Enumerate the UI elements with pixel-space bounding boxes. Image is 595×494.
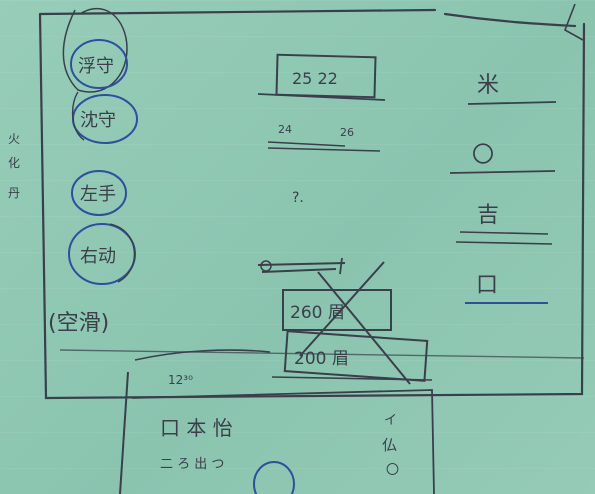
side-char-2: 化 <box>8 156 20 170</box>
bottom-line-2: 二 ろ 出 つ <box>160 457 224 472</box>
paren-text: (空滑) <box>48 311 109 336</box>
side-char-3: 丹 <box>8 186 20 200</box>
bottom-numbers: 12³⁰ <box>168 373 193 387</box>
circled-text-2: 沈守 <box>80 110 116 131</box>
mid-number-1: 24 <box>278 123 292 136</box>
box-top-text: 25 22 <box>292 69 338 88</box>
right-char-2: 〇 <box>472 143 494 168</box>
crossed-box-text-2: 200 眉 <box>294 349 349 369</box>
mid-number-2: 26 <box>340 126 354 139</box>
mid-question: ?. <box>292 190 304 206</box>
circled-text-3: 左手 <box>80 184 116 205</box>
side-char-1: 火 <box>8 132 20 146</box>
bottom-right-1: イ <box>384 413 397 428</box>
right-char-3: 吉 <box>477 203 499 228</box>
right-char-1: 米 <box>477 73 499 98</box>
bottom-right-3: 〇 <box>386 463 399 478</box>
circled-text-4: 右动 <box>80 246 116 267</box>
frame-corner-stroke <box>565 4 583 40</box>
middle-column: 25 22 24 26 ?. 260 眉 200 眉 <box>258 55 432 384</box>
right-column: 米 〇 吉 口 <box>450 73 556 303</box>
lower-sheet: 12³⁰ 口 本 怡 二 ろ 出 つ イ 仏 〇 <box>120 350 434 494</box>
crossed-box-text-1: 260 眉 <box>290 303 345 323</box>
circled-text-1: 浮守 <box>78 56 114 77</box>
left-column: 浮守 沈守 左手 右动 (空滑) <box>48 9 137 336</box>
right-char-4: 口 <box>476 273 498 298</box>
bottom-line-1: 口 本 怡 <box>160 416 233 440</box>
bottom-right-2: 仏 <box>382 436 397 454</box>
